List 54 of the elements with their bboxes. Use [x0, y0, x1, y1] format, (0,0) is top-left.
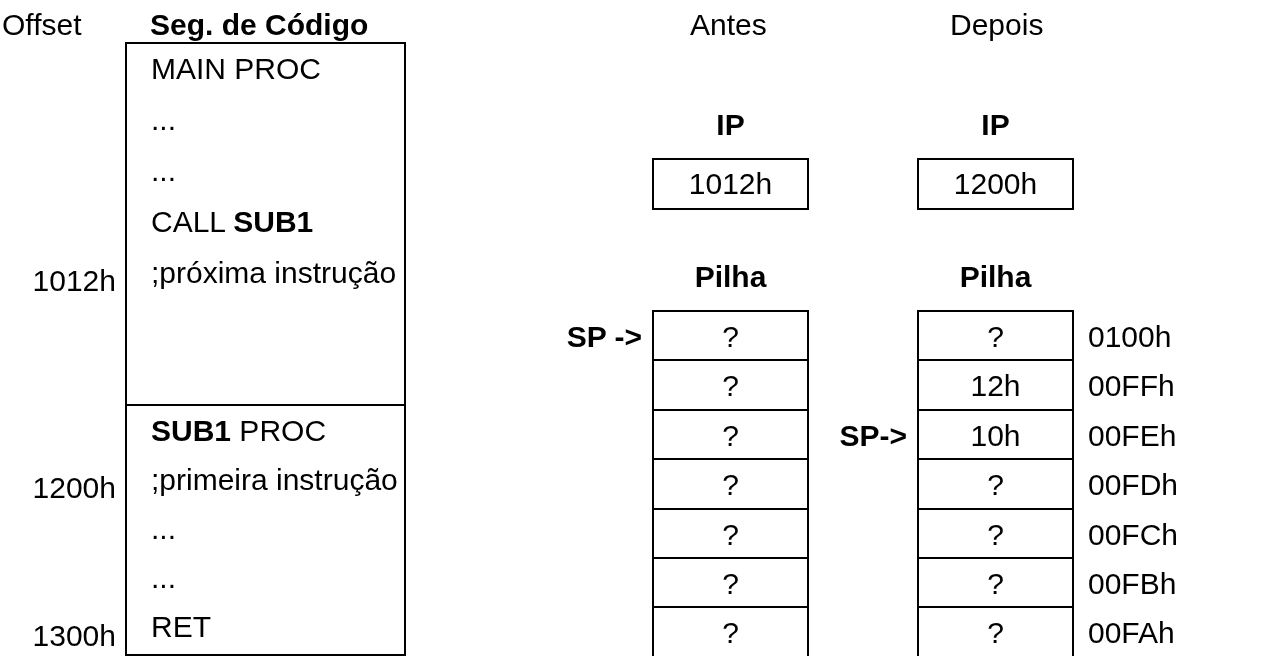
cell-value: 10h — [969, 420, 1022, 451]
cell-value: ? — [986, 569, 1005, 599]
code-line: RET — [151, 612, 211, 642]
stack-cell — [652, 507, 809, 559]
address-label: 00FCh — [1088, 519, 1179, 550]
cell-value: ? — [721, 569, 740, 599]
column-header: Offset — [2, 10, 82, 40]
offset-label: 1300h — [32, 621, 116, 651]
cell-value: ? — [721, 322, 740, 352]
stack-pointer-label: SP-> — [839, 420, 907, 451]
stack-cell — [652, 359, 809, 411]
stack-pointer-label: SP -> — [566, 322, 642, 352]
address-label: 00FEh — [1088, 420, 1177, 451]
address-label: 00FBh — [1088, 569, 1177, 599]
code-line: ... — [151, 156, 176, 186]
code-line: ... — [151, 105, 176, 135]
offset-label: 1200h — [32, 473, 116, 503]
code-line: ... — [151, 563, 176, 593]
code-line: CALL SUB1 — [151, 207, 314, 237]
code-line: SUB1 PROC — [151, 416, 327, 446]
register-label: IP — [715, 110, 746, 140]
cell-value: ? — [986, 470, 1005, 501]
column-header: Antes — [690, 10, 767, 40]
cell-value: ? — [721, 618, 740, 649]
stack-cell — [652, 606, 809, 656]
register-box: 1200h — [917, 158, 1074, 210]
code-segment-box — [125, 42, 406, 406]
register-label: IP — [980, 110, 1011, 140]
address-label: 00FDh — [1088, 470, 1179, 501]
address-label: 00FAh — [1088, 618, 1175, 649]
offset-label: 1012h — [32, 266, 116, 296]
code-segment-box — [125, 404, 406, 656]
cell-value: ? — [986, 618, 1005, 649]
code-line: ;próxima instrução — [151, 258, 397, 288]
cell-value: 12h — [969, 371, 1022, 402]
stack-cell — [652, 408, 809, 461]
code-line: ;primeira instrução — [151, 465, 398, 495]
register-box: 1012h — [652, 158, 809, 210]
cell-value: ? — [986, 322, 1005, 352]
stack-cell — [652, 458, 809, 510]
cell-value: ? — [986, 519, 1005, 550]
cell-value: ? — [721, 470, 740, 501]
address-label: 00FFh — [1088, 371, 1175, 402]
code-line: MAIN PROC — [151, 54, 321, 84]
stack-label: Pilha — [958, 262, 1033, 292]
cell-value: ? — [721, 519, 740, 550]
stack-cell — [652, 557, 809, 609]
column-header: Seg. de Código — [150, 10, 369, 40]
column-header: Depois — [950, 10, 1044, 40]
code-line: ... — [151, 514, 176, 544]
stack-label: Pilha — [693, 262, 768, 292]
cell-value: ? — [721, 371, 740, 402]
address-label: 0100h — [1088, 322, 1172, 352]
cell-value: ? — [721, 420, 740, 451]
